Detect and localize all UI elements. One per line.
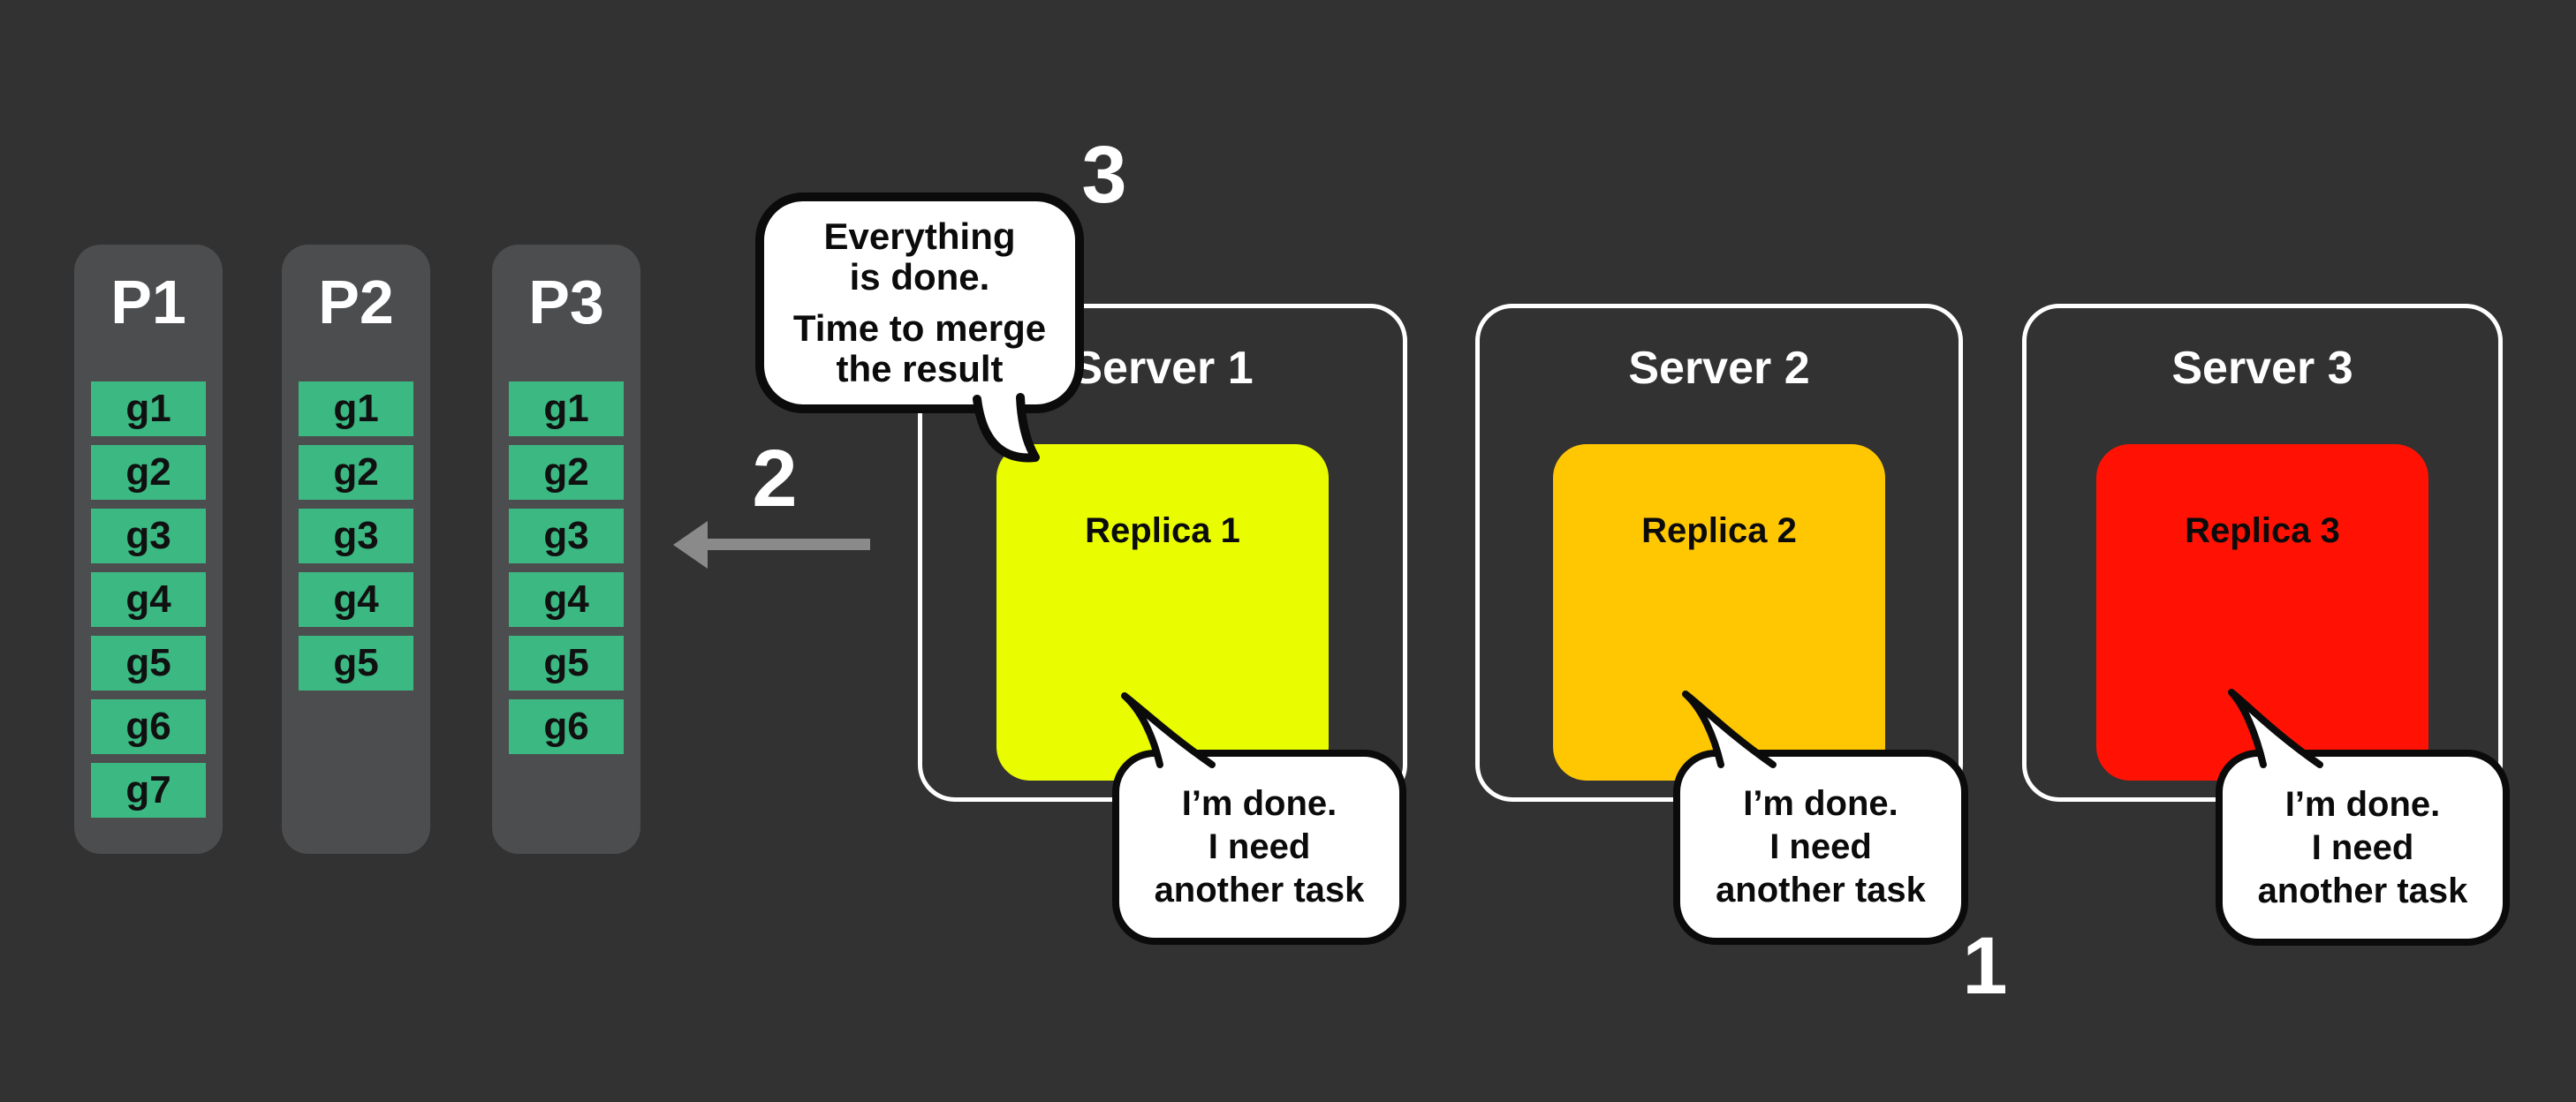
task-block: g1 [91, 381, 206, 436]
speech-tail-done-3 [2228, 689, 2323, 768]
arrow-head [673, 521, 708, 569]
replica-box-2: Replica 2 [1553, 444, 1885, 781]
bubble-line: I’m done. [1181, 784, 1337, 823]
task-block: g1 [509, 381, 624, 436]
speech-tail-done-2 [1682, 691, 1777, 768]
replica-title: Replica 1 [1085, 511, 1240, 550]
task-block: g4 [299, 572, 413, 627]
task-block: g5 [509, 636, 624, 691]
bubble-line: is done. [849, 256, 990, 298]
step-label-3: 3 [1081, 130, 1127, 220]
replica-title: Replica 3 [2185, 511, 2340, 550]
partition-column-1: P1 g1 g2 g3 g4 g5 g6 g7 [74, 245, 223, 854]
tail-shape [2228, 689, 2323, 768]
partition-title: P1 [110, 268, 186, 336]
merge-arrow [673, 521, 870, 569]
bubble-line: I’m done. [1743, 784, 1898, 823]
merge-speech-bubble: Everything is done. Time to merge the re… [755, 192, 1084, 413]
bubble-line: Everything [823, 215, 1016, 257]
speech-tail-merge [973, 393, 1040, 463]
bubble-line: I need [1769, 827, 1872, 866]
partition-column-3: P3 g1 g2 g3 g4 g5 g6 [492, 245, 640, 854]
done-speech-bubble-2: I’m done. I need another task [1673, 750, 1968, 945]
speech-tail-done-1 [1121, 692, 1216, 768]
partition-column-2: P2 g1 g2 g3 g4 g5 [282, 245, 430, 854]
task-list: g1 g2 g3 g4 g5 [282, 381, 430, 691]
server-title: Server 1 [1072, 343, 1254, 394]
bubble-line: another task [1154, 871, 1365, 910]
bubble-line: another task [2257, 871, 2468, 910]
replica-title: Replica 2 [1641, 511, 1797, 550]
task-block: g2 [299, 445, 413, 500]
task-block: g1 [299, 381, 413, 436]
bubble-line: another task [1716, 871, 1926, 910]
task-block: g3 [299, 509, 413, 563]
task-block: g7 [91, 763, 206, 818]
partition-title: P3 [528, 268, 604, 336]
task-block: g3 [509, 509, 624, 563]
task-list: g1 g2 g3 g4 g5 g6 [492, 381, 640, 754]
task-block: g4 [91, 572, 206, 627]
tail-shape [1121, 692, 1216, 768]
partition-title: P2 [318, 268, 394, 336]
done-speech-bubble-3: I’m done. I need another task [2216, 750, 2510, 946]
task-block: g6 [91, 699, 206, 754]
task-block: g3 [91, 509, 206, 563]
task-block: g2 [509, 445, 624, 500]
bubble-line: Time to merge [792, 307, 1047, 349]
tail-shape [973, 393, 1040, 463]
task-block: g6 [509, 699, 624, 754]
step-label-1: 1 [1962, 921, 2008, 1011]
server-title: Server 2 [1628, 343, 1810, 394]
bubble-line: I need [2311, 827, 2414, 867]
task-list: g1 g2 g3 g4 g5 g6 g7 [74, 381, 223, 818]
task-block: g5 [91, 636, 206, 691]
tail-shape [1682, 691, 1777, 768]
arrow-shaft [698, 539, 870, 550]
bubble-line: I need [1208, 827, 1311, 866]
bubble-line: I’m done. [2284, 784, 2441, 824]
step-label-2: 2 [752, 434, 798, 524]
server-title: Server 3 [2171, 343, 2353, 394]
task-block: g4 [509, 572, 624, 627]
done-speech-bubble-1: I’m done. I need another task [1112, 750, 1406, 945]
task-block: g5 [299, 636, 413, 691]
bubble-line: the result [836, 348, 1004, 389]
task-block: g2 [91, 445, 206, 500]
